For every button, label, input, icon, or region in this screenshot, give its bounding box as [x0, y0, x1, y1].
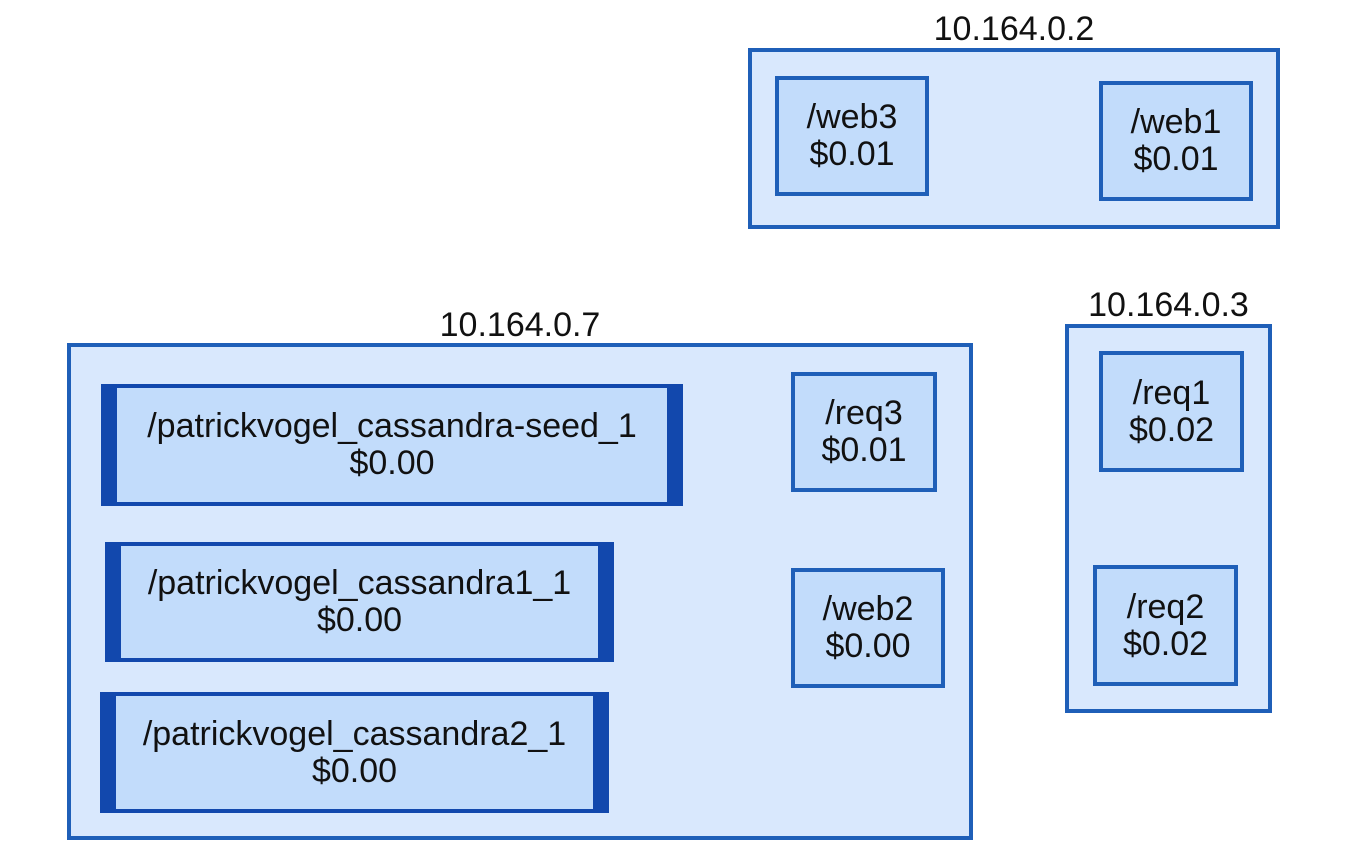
- container-name: /req3: [825, 394, 903, 433]
- container-patrickvogel-cassandra-seed-1[interactable]: /patrickvogel_cassandra-seed_1 $0.00: [101, 384, 683, 506]
- container-req1[interactable]: /req1 $0.02: [1099, 351, 1244, 472]
- container-cost: $0.01: [1133, 140, 1219, 178]
- container-name: /web3: [806, 98, 898, 137]
- container-name: /req1: [1132, 373, 1211, 412]
- container-name: /patrickvogel_cassandra-seed_1: [147, 407, 637, 446]
- host-label-10-164-0-7: 10.164.0.7: [439, 306, 601, 344]
- container-name: /patrickvogel_cassandra2_1: [142, 714, 567, 753]
- container-cost: $0.02: [1122, 624, 1209, 663]
- container-cost: $0.00: [825, 627, 911, 665]
- container-name: /web2: [822, 590, 914, 629]
- host-label-10-164-0-3: 10.164.0.3: [1088, 286, 1249, 324]
- container-req3[interactable]: /req3 $0.01: [791, 372, 937, 492]
- container-cost: $0.00: [349, 444, 435, 482]
- container-patrickvogel-cassandra2-1[interactable]: /patrickvogel_cassandra2_1 $0.00: [100, 692, 609, 813]
- container-name: /web1: [1130, 103, 1222, 142]
- container-patrickvogel-cassandra1-1[interactable]: /patrickvogel_cassandra1_1 $0.00: [105, 542, 614, 662]
- container-name: /patrickvogel_cassandra1_1: [147, 564, 572, 603]
- container-web3[interactable]: /web3 $0.01: [775, 76, 929, 196]
- container-req2[interactable]: /req2 $0.02: [1093, 565, 1238, 686]
- container-cost: $0.02: [1128, 410, 1215, 449]
- container-cost: $0.01: [809, 135, 895, 173]
- container-name: /req2: [1126, 587, 1205, 626]
- container-cost: $0.00: [316, 601, 403, 639]
- container-web2[interactable]: /web2 $0.00: [791, 568, 945, 688]
- container-cost: $0.01: [821, 431, 907, 469]
- container-web1[interactable]: /web1 $0.01: [1099, 81, 1253, 201]
- container-cost: $0.00: [311, 751, 398, 790]
- host-label-10-164-0-2: 10.164.0.2: [933, 10, 1095, 48]
